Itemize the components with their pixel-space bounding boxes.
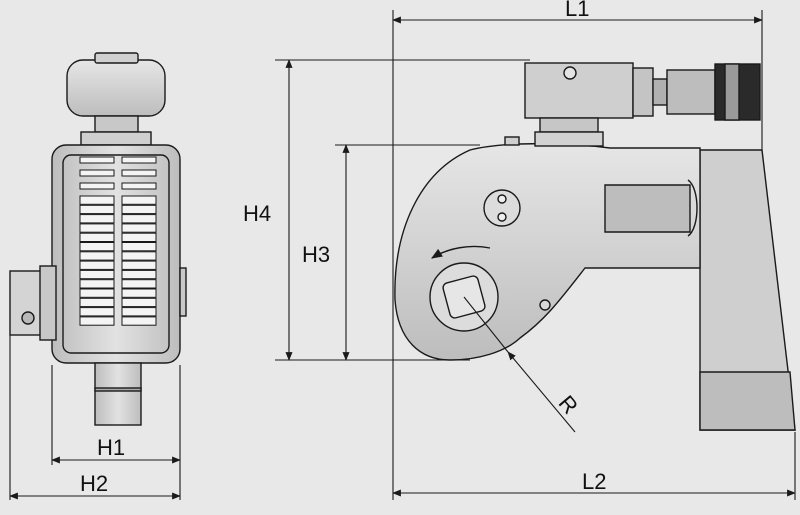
bottom-shaft-cap bbox=[94, 387, 142, 392]
vent-slot-0-13 bbox=[79, 316, 115, 326]
vent-slot-1-0 bbox=[121, 195, 157, 205]
grille-slots bbox=[79, 156, 157, 326]
knob-neck bbox=[94, 115, 139, 133]
vent-slot-0-1 bbox=[79, 204, 115, 215]
top-bolt bbox=[563, 66, 577, 80]
drive-side-collar bbox=[39, 265, 57, 341]
dim-R-leader bbox=[507, 351, 576, 433]
swivel-plate bbox=[483, 189, 521, 227]
vent-slot-1-13 bbox=[121, 316, 157, 326]
vent-slot-top-0-1 bbox=[79, 169, 115, 177]
front-body bbox=[51, 144, 181, 364]
dimension-lines bbox=[9, 10, 796, 500]
vent-slot-top-1-0 bbox=[121, 156, 157, 164]
cylinder-mount bbox=[534, 131, 604, 147]
knob-collar bbox=[80, 131, 152, 146]
label-H4: H4 bbox=[243, 201, 271, 226]
vent-slot-0-5 bbox=[79, 242, 115, 252]
swivel-hole-top bbox=[497, 194, 507, 204]
dim-R-inner bbox=[463, 296, 509, 353]
right-side-nub bbox=[179, 267, 187, 317]
vent-slot-0-3 bbox=[79, 223, 115, 233]
vent-slot-top-1-2 bbox=[121, 182, 157, 190]
head-pin bbox=[539, 299, 551, 311]
top-knob bbox=[66, 59, 166, 117]
label-H3: H3 bbox=[302, 242, 330, 267]
label-H2: H2 bbox=[80, 471, 108, 496]
vent-slot-1-10 bbox=[121, 288, 157, 298]
vent-slot-0-0 bbox=[79, 195, 115, 205]
head-inner-slot bbox=[604, 184, 691, 233]
vent-slot-top-0-2 bbox=[79, 182, 115, 190]
swivel-hole-bottom bbox=[497, 212, 507, 222]
cylinder-base bbox=[539, 117, 599, 133]
vent-slot-0-7 bbox=[79, 260, 115, 270]
vent-slot-1-3 bbox=[121, 223, 157, 233]
vent-slot-top-0-0 bbox=[79, 156, 115, 164]
coupler-body bbox=[666, 69, 716, 115]
label-L1: L1 bbox=[565, 0, 589, 21]
reaction-arm-foot bbox=[699, 371, 796, 431]
coupler-nut bbox=[632, 67, 654, 117]
vent-slot-1-6 bbox=[121, 251, 157, 261]
vent-slot-1-11 bbox=[121, 297, 157, 308]
head-curve bbox=[687, 179, 698, 237]
vent-slot-0-8 bbox=[79, 269, 115, 280]
vent-slot-0-10 bbox=[79, 288, 115, 298]
top-knob-cap bbox=[94, 52, 139, 64]
rotation-arrow bbox=[431, 245, 491, 259]
vent-slot-1-9 bbox=[121, 279, 157, 289]
front-body-inner bbox=[62, 154, 170, 354]
label-H1: H1 bbox=[97, 435, 125, 460]
vent-slot-top-1-1 bbox=[121, 169, 157, 177]
vent-slot-0-4 bbox=[79, 232, 115, 242]
vent-slot-0-6 bbox=[79, 251, 115, 261]
label-L2: L2 bbox=[582, 469, 606, 494]
vent-slot-0-11 bbox=[79, 297, 115, 308]
top-small-knob bbox=[504, 136, 520, 146]
vent-slot-1-4 bbox=[121, 232, 157, 242]
vent-slot-0-12 bbox=[79, 307, 115, 317]
vent-slot-1-2 bbox=[121, 214, 157, 224]
vent-slot-1-5 bbox=[121, 242, 157, 252]
vent-slot-1-12 bbox=[121, 307, 157, 317]
vent-slot-1-8 bbox=[121, 269, 157, 280]
vent-slot-0-2 bbox=[79, 214, 115, 224]
drive-pin bbox=[21, 311, 35, 325]
coupler-ring bbox=[724, 63, 740, 121]
cylinder-block bbox=[524, 62, 634, 119]
vent-slot-1-1 bbox=[121, 204, 157, 215]
bottom-shaft bbox=[94, 362, 142, 426]
vent-slot-1-7 bbox=[121, 260, 157, 270]
coupler-neck bbox=[652, 78, 668, 106]
vent-slot-0-9 bbox=[79, 279, 115, 289]
